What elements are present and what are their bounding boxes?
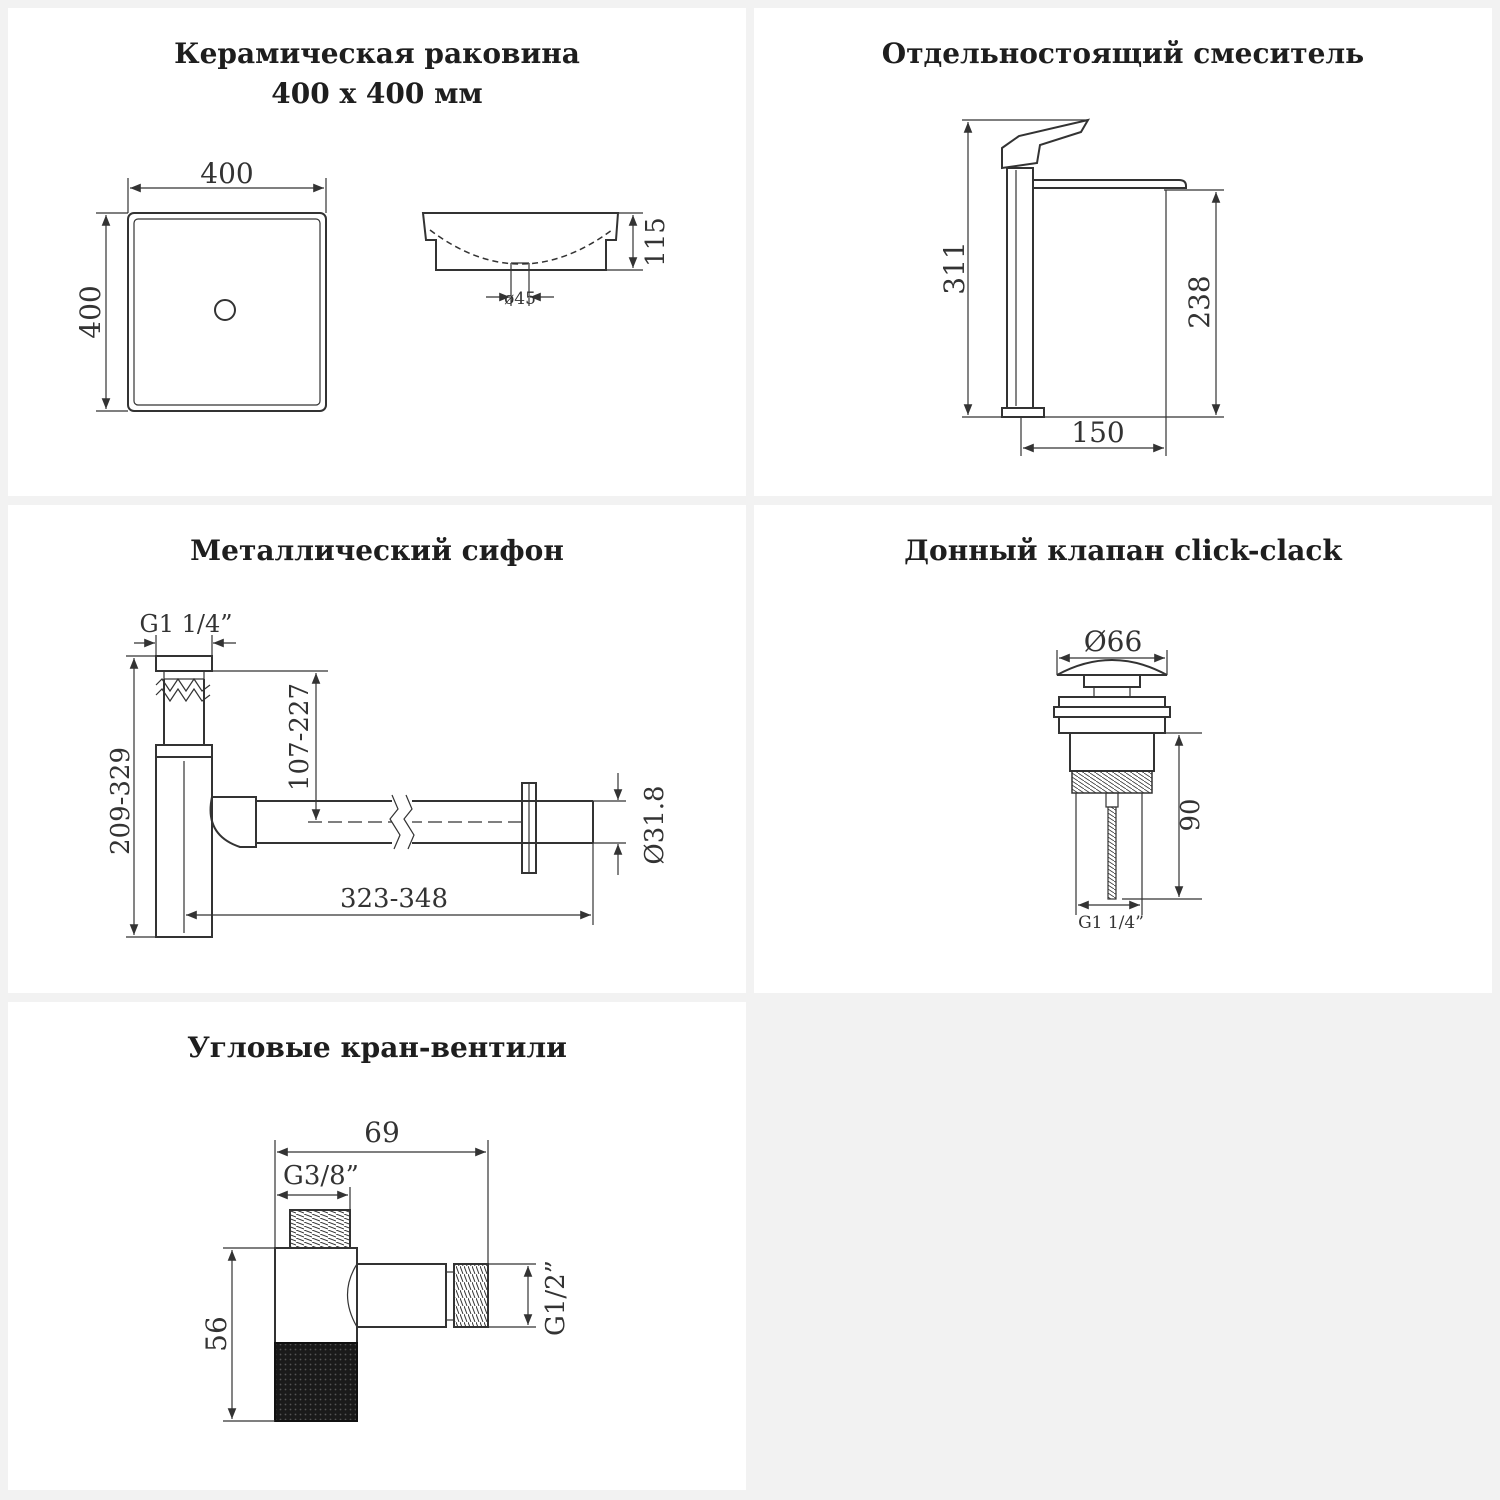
mixer-title: Отдельностоящий смеситель xyxy=(881,37,1365,70)
siphon-inlet-label: 107-227 xyxy=(285,683,315,791)
siphon-diameter-dimension: Ø31.8 xyxy=(593,773,670,875)
angle-valve-outlet-thread-dimension: G1/2” xyxy=(488,1260,571,1336)
valve-cap xyxy=(1056,659,1168,676)
valve-thread-dimension: G1 1/4” xyxy=(1075,793,1144,933)
siphon-height-label: 209-329 xyxy=(106,747,136,855)
sink-depth-dimension: 115 xyxy=(606,212,671,271)
valve-diameter-label: Ø66 xyxy=(1084,625,1143,658)
panel-angle-valve: Угловые кран-вентили xyxy=(8,1002,746,1490)
angle-valve-title: Угловые кран-вентили xyxy=(187,1031,567,1064)
sink-width-label: 400 xyxy=(200,157,253,190)
siphon-length-label: 323-348 xyxy=(340,884,448,914)
angle-valve-height-dimension: 56 xyxy=(200,1247,275,1422)
valve-thread xyxy=(1071,770,1153,794)
sink-height-label: 400 xyxy=(74,285,107,338)
panel-mixer: Отдельностоящий смеситель 311 238 xyxy=(754,8,1492,496)
angle-valve-length-label: 69 xyxy=(364,1116,400,1149)
siphon-height-dimension: 209-329 xyxy=(106,655,156,938)
valve-height-dimension: 90 xyxy=(1122,732,1206,900)
mixer-drawing: 311 238 150 xyxy=(938,118,1224,456)
siphon-drawing: G1 1/4” 209-329 107-227 323-348 Ø31.8 xyxy=(106,610,670,938)
sink-title-line1: Керамическая раковина xyxy=(174,37,580,70)
mixer-total-height-dimension: 311 xyxy=(938,119,1088,418)
mixer-handle xyxy=(1001,118,1091,170)
angle-valve-outlet-thread-label: G1/2” xyxy=(541,1260,571,1336)
angle-valve-inlet-thread-dimension: G3/8” xyxy=(277,1161,359,1210)
mixer-spout-reach-label: 150 xyxy=(1071,416,1124,449)
angle-valve-body xyxy=(274,1209,489,1422)
angle-valve-inlet-thread-label: G3/8” xyxy=(283,1161,359,1191)
angle-valve-length-dimension: 69 xyxy=(274,1116,489,1264)
mixer-spout-height-label: 238 xyxy=(1183,275,1216,328)
sink-height-dimension: 400 xyxy=(74,212,128,412)
valve-height-label: 90 xyxy=(1176,798,1206,831)
sink-title: Керамическая раковина 400 х 400 мм xyxy=(8,34,746,114)
valve-rod xyxy=(1107,806,1117,900)
siphon-thread-label: G1 1/4” xyxy=(140,610,233,638)
panel-siphon: Металлический сифон xyxy=(8,505,746,993)
valve-drawing: Ø66 90 G1 1/4” xyxy=(1053,625,1206,933)
angle-valve-knurled-handle xyxy=(274,1342,358,1422)
sink-top-view xyxy=(127,212,327,412)
sink-drain-dimension: ø45 xyxy=(486,270,554,309)
sink-drawing: 400 400 115 ø45 xyxy=(74,157,671,412)
panel-sink: Керамическая раковина 400 х 400 мм 400 4… xyxy=(8,8,746,496)
sink-width-dimension: 400 xyxy=(127,157,327,213)
angle-valve-height-label: 56 xyxy=(200,1316,233,1352)
sink-title-line2: 400 х 400 мм xyxy=(271,77,483,110)
sink-drain-label: ø45 xyxy=(504,289,536,309)
mixer-total-height-label: 311 xyxy=(938,241,971,294)
valve-diameter-dimension: Ø66 xyxy=(1056,625,1168,675)
siphon-thread-dimension: G1 1/4” xyxy=(134,610,236,656)
mixer-spout-reach-dimension: 150 xyxy=(1020,190,1167,456)
angle-valve-inlet-thread xyxy=(289,1209,351,1249)
siphon-inlet-dimension: 107-227 xyxy=(212,670,328,820)
angle-valve-drawing: 69 G3/8” 56 G1/2” xyxy=(200,1116,571,1422)
panel-valve: Донный клапан click-clack xyxy=(754,505,1492,993)
siphon-title: Металлический сифон xyxy=(190,534,564,567)
sink-drain-hole xyxy=(214,299,236,321)
valve-title: Донный клапан click-clack xyxy=(904,534,1342,567)
mixer-spout-height-dimension: 238 xyxy=(1044,189,1224,418)
siphon-diameter-label: Ø31.8 xyxy=(640,785,670,864)
valve-thread-label: G1 1/4” xyxy=(1078,913,1144,933)
sink-depth-label: 115 xyxy=(641,217,671,267)
siphon-length-dimension: 323-348 xyxy=(186,843,594,925)
angle-valve-outlet-thread xyxy=(453,1263,489,1328)
sink-side-view xyxy=(421,212,620,271)
mixer-body xyxy=(1001,118,1187,418)
valve-body xyxy=(1053,659,1171,900)
